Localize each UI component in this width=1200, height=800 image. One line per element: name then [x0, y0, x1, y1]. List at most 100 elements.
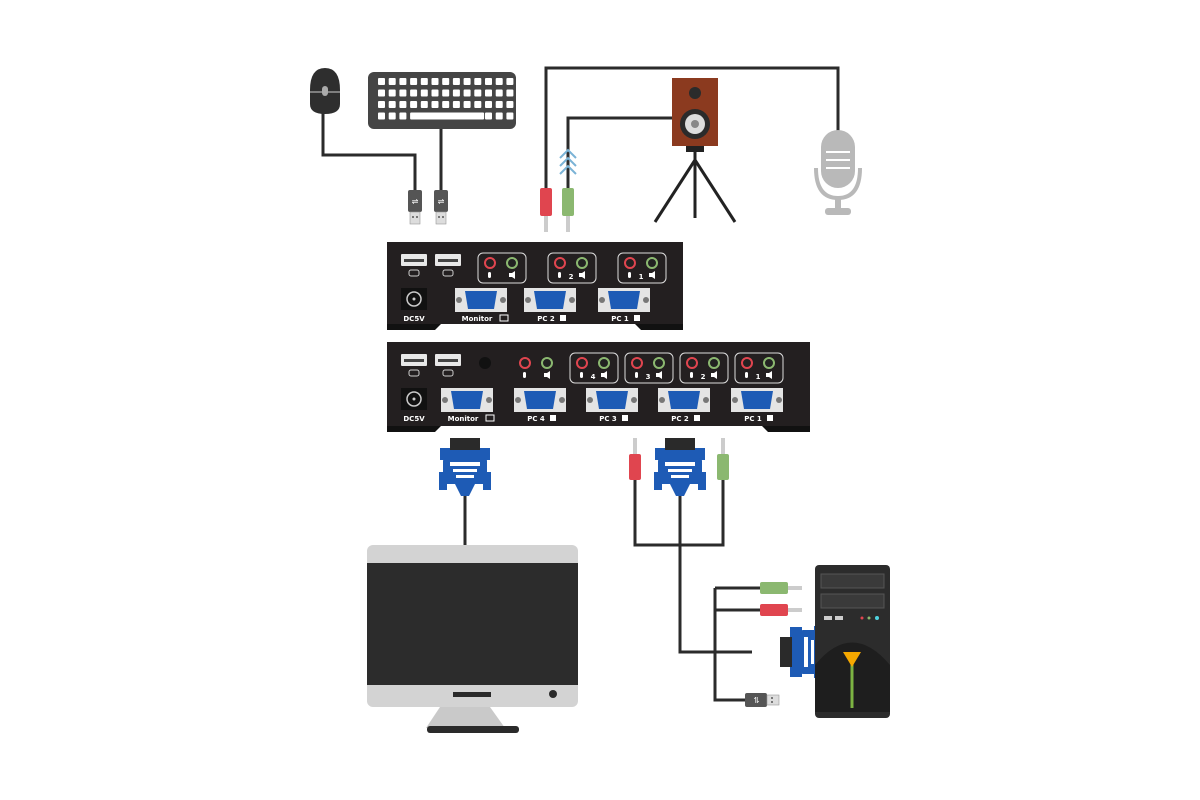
keyboard-key	[506, 89, 514, 97]
speaker	[653, 78, 737, 223]
mic-jack[interactable]	[741, 357, 753, 369]
monitor	[367, 545, 578, 733]
speaker-icon	[544, 371, 550, 379]
pc-icon	[694, 415, 700, 421]
monitor-vga-port[interactable]	[441, 388, 493, 412]
pc-vga-port-pc1[interactable]	[731, 388, 783, 412]
pc-cable-branches	[713, 586, 760, 702]
mic-jack[interactable]	[576, 357, 588, 369]
pc-port-label: PC 1	[611, 315, 629, 323]
keyboard-key	[452, 101, 460, 108]
mic-jack[interactable]	[519, 357, 531, 369]
keyboard-key	[495, 112, 503, 120]
keyboard-key	[463, 89, 471, 97]
keyboard-key	[474, 101, 482, 108]
hotkey-button[interactable]	[479, 357, 491, 369]
mic-icon	[580, 372, 583, 378]
speaker-jack[interactable]	[506, 257, 518, 269]
keyboard-key	[506, 101, 514, 108]
keyboard-key	[452, 89, 460, 97]
mic-icon	[745, 372, 748, 378]
mic-icon	[628, 272, 631, 278]
audio-port-group-4: 4	[569, 352, 619, 384]
keyboard-key	[495, 101, 503, 108]
mouse-icon	[408, 369, 420, 377]
mouse	[310, 68, 340, 114]
speaker-icon	[656, 371, 662, 379]
mic-jack[interactable]	[686, 357, 698, 369]
keyboard-key	[420, 78, 428, 85]
speaker-jack[interactable]	[763, 357, 775, 369]
keyboard-key	[388, 112, 396, 120]
keyboard-key	[399, 78, 407, 85]
mic-jack[interactable]	[631, 357, 643, 369]
keyboard-key	[485, 101, 492, 108]
pc-mic-plug-icon	[760, 604, 802, 616]
keyboard-key	[420, 89, 428, 97]
keyboard-key	[388, 78, 396, 85]
keyboard-key	[399, 101, 407, 108]
monitor-vga-port[interactable]	[455, 288, 507, 312]
speaker-jack[interactable]	[541, 357, 553, 369]
keyboard-key	[485, 78, 492, 85]
speaker-jack[interactable]	[708, 357, 720, 369]
pc-speaker-plug-icon	[760, 582, 802, 594]
speaker-jack[interactable]	[653, 357, 665, 369]
pc-icon	[560, 315, 566, 321]
keyboard-spacebar	[410, 112, 485, 120]
speaker-icon	[601, 371, 607, 379]
audio-port-group-2: 2	[547, 252, 597, 284]
mic-jack[interactable]	[624, 257, 636, 269]
pc-vga-port-pc1[interactable]	[598, 288, 650, 312]
pc-usb-plug-icon	[744, 692, 780, 708]
audio-port-group-2: 2	[679, 352, 729, 384]
pc-vga-port-pc4[interactable]	[514, 388, 566, 412]
keyboard-key	[474, 89, 482, 97]
speaker-jack[interactable]	[598, 357, 610, 369]
monitor-icon	[485, 414, 495, 422]
keyboard-key	[378, 78, 385, 85]
mic-jack[interactable]	[484, 257, 496, 269]
audio-port-group-1: 1	[734, 352, 784, 384]
keyboard-key	[442, 89, 450, 97]
keyboard-key	[410, 78, 418, 85]
keyboard-key	[378, 89, 385, 97]
pc-tower	[815, 565, 890, 718]
microphone	[814, 130, 862, 215]
speaker-jack[interactable]	[646, 257, 658, 269]
keyboard-key	[506, 112, 514, 120]
pc-port-label: PC 3	[599, 415, 617, 423]
pc-vga-cable	[678, 490, 752, 654]
keyboard-key	[506, 78, 514, 85]
pc-vga-plug-icon	[654, 438, 706, 496]
keyboard-key	[431, 89, 439, 97]
sound-wave-icon	[559, 148, 577, 175]
keyboard-key	[420, 101, 428, 108]
keyboard-usb-plug-icon	[433, 189, 449, 225]
mouse-icon	[408, 269, 420, 277]
keyboard-key	[410, 101, 418, 108]
keyboard-key	[442, 78, 450, 85]
keyboard-key	[399, 112, 407, 120]
speaker-jack[interactable]	[576, 257, 588, 269]
keyboard-key	[442, 101, 450, 108]
pc-vga-port-pc2[interactable]	[524, 288, 576, 312]
mic-jack[interactable]	[554, 257, 566, 269]
speaker-icon	[649, 271, 655, 279]
mic-icon	[523, 372, 526, 378]
pc-port-label: PC 4	[527, 415, 545, 423]
keyboard-key	[431, 78, 439, 85]
pc-port-label: PC 2	[537, 315, 555, 323]
pc-vga-port-pc3[interactable]	[586, 388, 638, 412]
power-label: DC5V	[403, 315, 425, 323]
keyboard-key	[378, 101, 385, 108]
mic-audio-plug-icon	[540, 188, 552, 232]
mic-icon	[488, 272, 491, 278]
keyboard-key	[388, 101, 396, 108]
pc-vga-port-pc2[interactable]	[658, 388, 710, 412]
power-label: DC5V	[403, 415, 425, 423]
mouse-cable	[321, 112, 417, 190]
